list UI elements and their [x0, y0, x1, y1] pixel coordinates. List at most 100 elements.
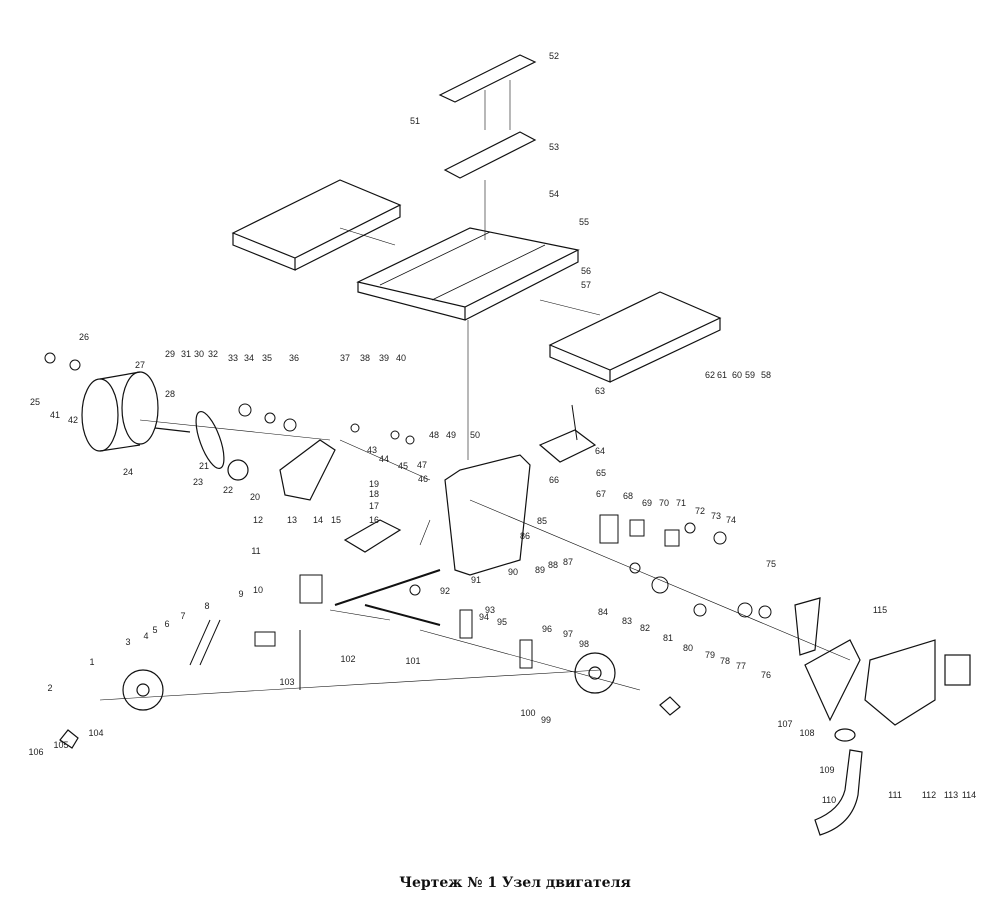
part-number-label: 61 — [716, 370, 728, 380]
dust-tube — [814, 749, 863, 836]
part-number-label: 75 — [765, 559, 777, 569]
main-table — [356, 227, 580, 321]
part-number-label: 87 — [562, 557, 574, 567]
part-number-label: 112 — [921, 790, 937, 800]
part-number-label: 67 — [595, 489, 607, 499]
part-number-label: 100 — [520, 708, 536, 718]
part-number-label: 91 — [470, 575, 482, 585]
part-number-label: 54 — [548, 189, 560, 199]
part-number-label: 11 — [251, 546, 261, 556]
part-number-label: 62 — [704, 370, 716, 380]
part-number-label: 60 — [731, 370, 743, 380]
part-number-label: 30 — [193, 349, 205, 359]
handwheel-left — [59, 729, 79, 749]
part-number-label: 12 — [252, 515, 264, 525]
part-number-label: 48 — [428, 430, 440, 440]
part-number-label: 92 — [439, 586, 451, 596]
part-number-label: 111 — [888, 790, 902, 800]
part-number-label: 57 — [580, 280, 592, 290]
part-number-label: 86 — [519, 531, 531, 541]
part-number-label: 114 — [961, 790, 977, 800]
pulley — [227, 459, 249, 481]
trunnion-right — [538, 429, 597, 463]
belt — [195, 411, 225, 469]
right-wheel — [574, 652, 616, 694]
part-number-label: 103 — [279, 677, 295, 687]
part-number-label: 113 — [943, 790, 959, 800]
part-number-label: 68 — [622, 491, 634, 501]
part-number-label: 5 — [152, 625, 158, 635]
part-number-label: 73 — [710, 511, 722, 521]
part-number-label: 81 — [662, 633, 674, 643]
part-number-label: 45 — [397, 461, 409, 471]
insert-plate-top — [438, 54, 537, 103]
part-number-label: 74 — [725, 515, 737, 525]
part-number-label: 47 — [416, 460, 428, 470]
part-number-label: 88 — [547, 560, 559, 570]
part-number-label: 97 — [562, 629, 574, 639]
part-number-label: 15 — [330, 515, 342, 525]
part-number-label: 79 — [704, 650, 716, 660]
handwheel-right — [659, 696, 681, 716]
part-number-label: 69 — [641, 498, 653, 508]
part-number-label: 70 — [658, 498, 670, 508]
part-number-label: 3 — [125, 637, 131, 647]
part-number-label: 76 — [760, 670, 772, 680]
part-number-label: 32 — [207, 349, 219, 359]
guard-bracket — [794, 597, 821, 656]
part-number-label: 13 — [286, 515, 298, 525]
part-number-label: 33 — [227, 353, 239, 363]
part-number-label: 56 — [580, 266, 592, 276]
part-number-label: 14 — [312, 515, 324, 525]
part-number-label: 71 — [675, 498, 687, 508]
motor — [81, 371, 191, 452]
part-number-label: 34 — [243, 353, 255, 363]
part-number-label: 90 — [507, 567, 519, 577]
part-number-label: 42 — [67, 415, 79, 425]
part-number-label: 40 — [395, 353, 407, 363]
part-number-label: 2 — [47, 683, 53, 693]
part-number-label: 110 — [821, 795, 837, 805]
part-number-label: 19 — [368, 479, 380, 489]
part-number-label: 4 — [143, 631, 149, 641]
part-number-label: 63 — [594, 386, 606, 396]
trunnion-left — [343, 519, 402, 553]
part-number-label: 51 — [409, 116, 421, 126]
part-number-label: 65 — [595, 468, 607, 478]
part-number-label: 6 — [164, 619, 170, 629]
part-number-label: 17 — [368, 501, 380, 511]
arbor-bracket — [279, 439, 336, 501]
part-number-label: 77 — [735, 661, 747, 671]
part-number-label: 78 — [719, 656, 731, 666]
part-number-label: 93 — [484, 605, 496, 615]
leader-lines — [99, 80, 851, 701]
part-number-label: 49 — [445, 430, 457, 440]
part-number-label: 85 — [536, 516, 548, 526]
part-number-label: 1 — [89, 657, 95, 667]
part-number-label: 72 — [694, 506, 706, 516]
trunnion-frame — [444, 454, 531, 576]
part-number-label: 44 — [378, 454, 390, 464]
part-number-label: 16 — [368, 515, 380, 525]
part-number-label: 35 — [261, 353, 273, 363]
insert-plate-mid — [443, 131, 537, 179]
part-number-label: 46 — [417, 474, 429, 484]
part-number-label: 102 — [340, 654, 356, 664]
part-number-label: 21 — [198, 461, 210, 471]
part-number-label: 55 — [578, 217, 590, 227]
part-number-label: 29 — [164, 349, 176, 359]
part-number-label: 59 — [744, 370, 756, 380]
part-number-label: 27 — [134, 360, 146, 370]
part-number-label: 52 — [548, 51, 560, 61]
part-number-label: 94 — [478, 612, 490, 622]
part-number-label: 115 — [872, 605, 888, 615]
part-number-label: 8 — [204, 601, 210, 611]
part-number-label: 43 — [366, 445, 378, 455]
guard-lower — [804, 639, 861, 722]
part-number-label: 80 — [682, 643, 694, 653]
part-number-label: 98 — [578, 639, 590, 649]
part-number-label: 7 — [180, 611, 186, 621]
part-number-label: 26 — [78, 332, 90, 342]
